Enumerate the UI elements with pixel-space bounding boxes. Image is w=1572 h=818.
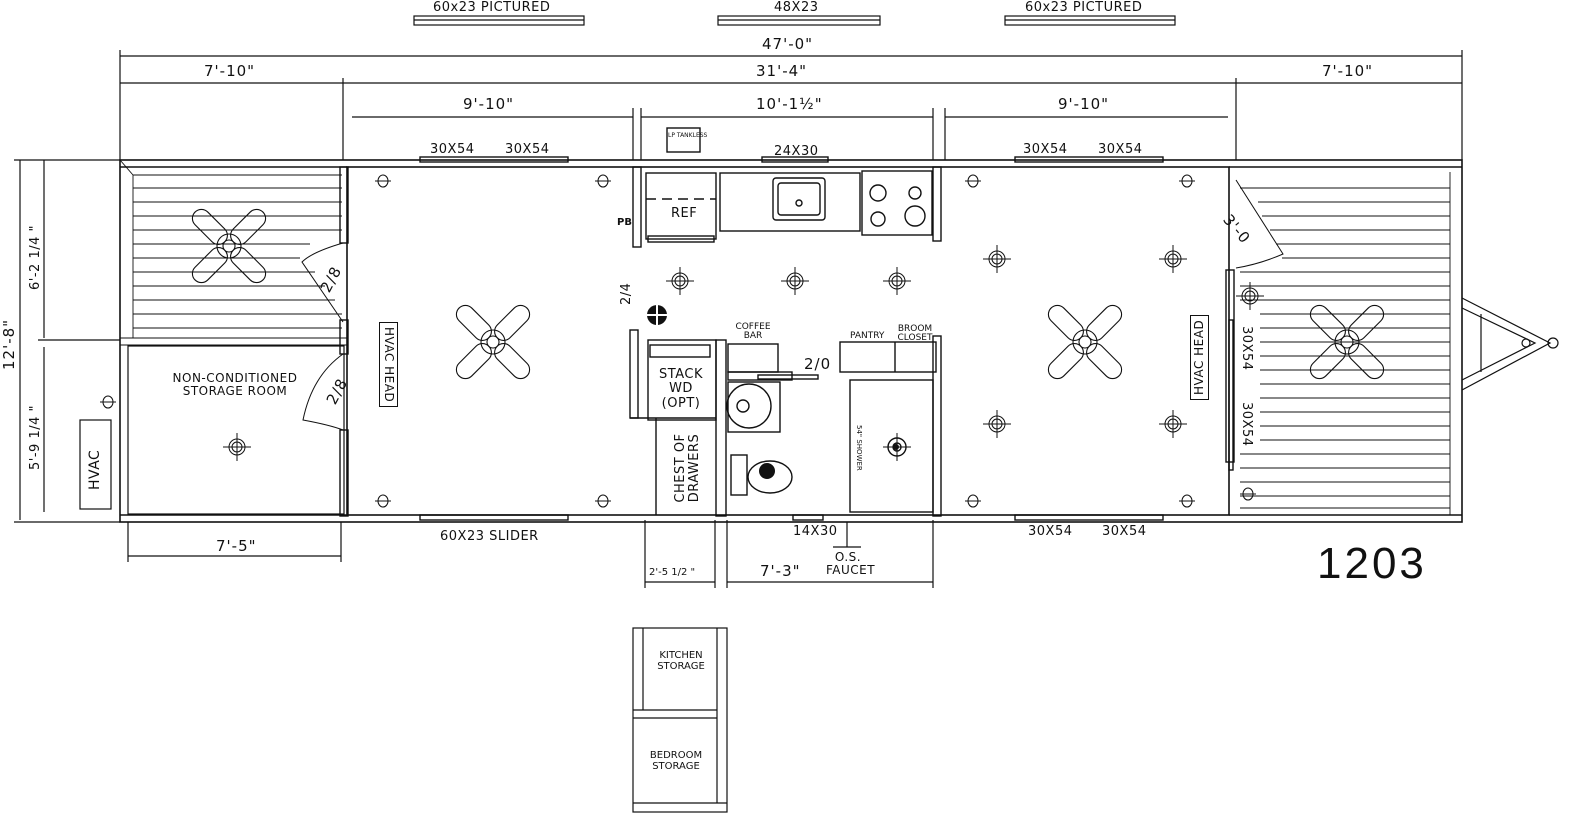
top-window-label-left: 60x23 PICTURED [433, 0, 551, 15]
window-kitchen: 24X30 [774, 144, 819, 159]
right-porch-deck [1240, 172, 1451, 515]
kitchen-storage-label: KITCHEN STORAGE [657, 650, 705, 672]
hvac-label: HVAC [87, 449, 103, 490]
dim-upper-width: 6'-2 1/4 " [28, 225, 43, 290]
fill-symbols [647, 305, 899, 479]
dim-kitchen: 10'-1½" [756, 95, 823, 113]
chest-of-drawers-label: CHEST OF DRAWERS [673, 433, 703, 503]
door-laundry: 2/4 [619, 282, 634, 305]
hvac-head-left: HVAC HEAD [378, 322, 398, 408]
pantry-label: PANTRY [850, 331, 885, 341]
hvac-head-right: HVAC HEAD [1190, 314, 1210, 400]
dim-right-room: 9'-10" [1058, 95, 1110, 113]
door-swings [301, 179, 1284, 431]
dimension-lines [14, 50, 1463, 588]
dim-bottom-right: 7'-3" [760, 562, 801, 580]
storage-cabinet [632, 627, 728, 813]
refrigerator-label: REF [671, 206, 698, 221]
shower-label: 54" SHOWER [855, 425, 863, 471]
faucet-label: O.S. FAUCET [826, 550, 876, 578]
dim-right-porch: 7'-10" [1322, 62, 1374, 80]
dim-lower-width: 5'-9 1/4 " [28, 405, 43, 470]
outlets [100, 174, 1256, 508]
model-number: 1203 [1317, 539, 1427, 588]
bedroom-storage-label: BEDROOM STORAGE [649, 750, 703, 772]
hvac-unit [79, 419, 112, 510]
window-top-left-b: 30X54 [505, 142, 550, 157]
dim-overall-length: 47'-0" [762, 35, 814, 53]
storage-room-label: NON-CONDITIONED STORAGE ROOM [172, 371, 298, 399]
dim-main-body: 31'-4" [756, 62, 808, 80]
top-window-symbols [413, 15, 1176, 26]
window-top-right-b: 30X54 [1098, 142, 1143, 157]
dim-bottom-left: 2'-5 1/2 " [649, 567, 696, 578]
coffee-bar-label: COFFEE BAR [735, 322, 771, 342]
top-window-label-center: 48X23 [774, 0, 819, 15]
window-bath: 14X30 [793, 524, 838, 539]
left-porch-deck [119, 159, 347, 346]
window-top-left-a: 30X54 [430, 142, 475, 157]
light-fixtures [223, 245, 1264, 461]
dim-left-room: 9'-10" [463, 95, 515, 113]
trailer-hitch [1461, 297, 1559, 391]
top-window-label-right: 60x23 PICTURED [1025, 0, 1143, 15]
dim-overall-width: 12'-8" [0, 318, 18, 370]
door-bath: 2/0 [804, 355, 832, 373]
window-bottom-slider: 60X23 SLIDER [440, 529, 539, 544]
window-porch-b: 30X54 [1239, 402, 1254, 447]
dim-storage-room: 7'-5" [216, 537, 257, 555]
interior-walls [339, 127, 1235, 521]
window-bottom-right-b: 30X54 [1102, 524, 1147, 539]
window-bottom-right-a: 30X54 [1028, 524, 1073, 539]
dim-left-porch: 7'-10" [204, 62, 256, 80]
window-porch-a: 30X54 [1239, 326, 1254, 371]
lp-tankless-label: LP TANKLESS [668, 132, 708, 139]
pb-label: PB [617, 217, 632, 228]
window-top-right-a: 30X54 [1023, 142, 1068, 157]
ceiling-fans [191, 208, 1385, 380]
broom-closet-label: BROOM CLOSET [897, 324, 933, 344]
stack-wd-label: STACK WD (OPT) [659, 367, 703, 411]
